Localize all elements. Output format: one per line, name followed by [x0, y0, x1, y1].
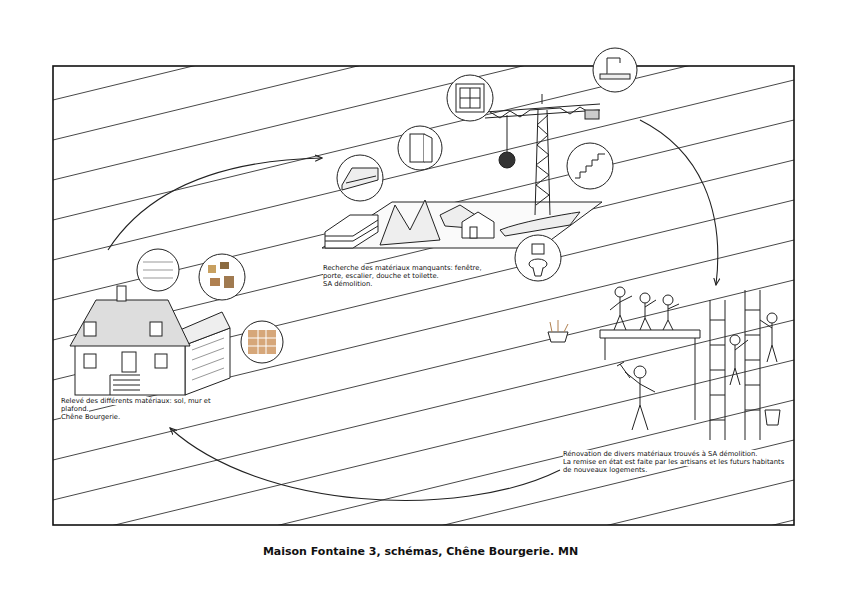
note-line: Recherche des matériaux manquants: fenêt…: [323, 264, 501, 280]
note-line: La remise en état est faite par les arti…: [563, 458, 785, 474]
note-text: La remise en état est faite par les arti…: [563, 458, 784, 474]
note-text: SA démolition.: [323, 280, 372, 288]
note-text: Relevé des différents matériaux: sol, mu…: [61, 397, 211, 413]
annotation-note: Rénovation de divers matériaux trouvés à…: [563, 450, 785, 475]
note-text: Recherche des matériaux manquants: fenêt…: [323, 264, 482, 280]
caption: Maison Fontaine 3, schémas, Chêne Bourge…: [263, 545, 578, 558]
note-line: Relevé des différents matériaux: sol, mu…: [61, 397, 229, 413]
flow-arrows: [108, 120, 718, 500]
annotation-note: Relevé des différents matériaux: sol, mu…: [61, 397, 229, 422]
note-line: Chêne Bourgerie.: [61, 413, 229, 421]
background-hatching: [53, 66, 794, 525]
house-drawing: [70, 286, 230, 395]
icon-circles: [137, 48, 637, 363]
note-line: SA démolition.: [323, 280, 501, 288]
workers-drawing: [548, 287, 780, 440]
frame: [53, 66, 794, 525]
note-text: Rénovation de divers matériaux trouvés à…: [563, 450, 757, 458]
caption-box: Maison Fontaine 3, schémas, Chêne Bourge…: [0, 545, 841, 558]
demolition-site: [322, 200, 602, 248]
note-line: Rénovation de divers matériaux trouvés à…: [563, 450, 785, 458]
note-text: Chêne Bourgerie.: [61, 413, 120, 421]
annotation-note: Recherche des matériaux manquants: fenêt…: [323, 264, 501, 289]
